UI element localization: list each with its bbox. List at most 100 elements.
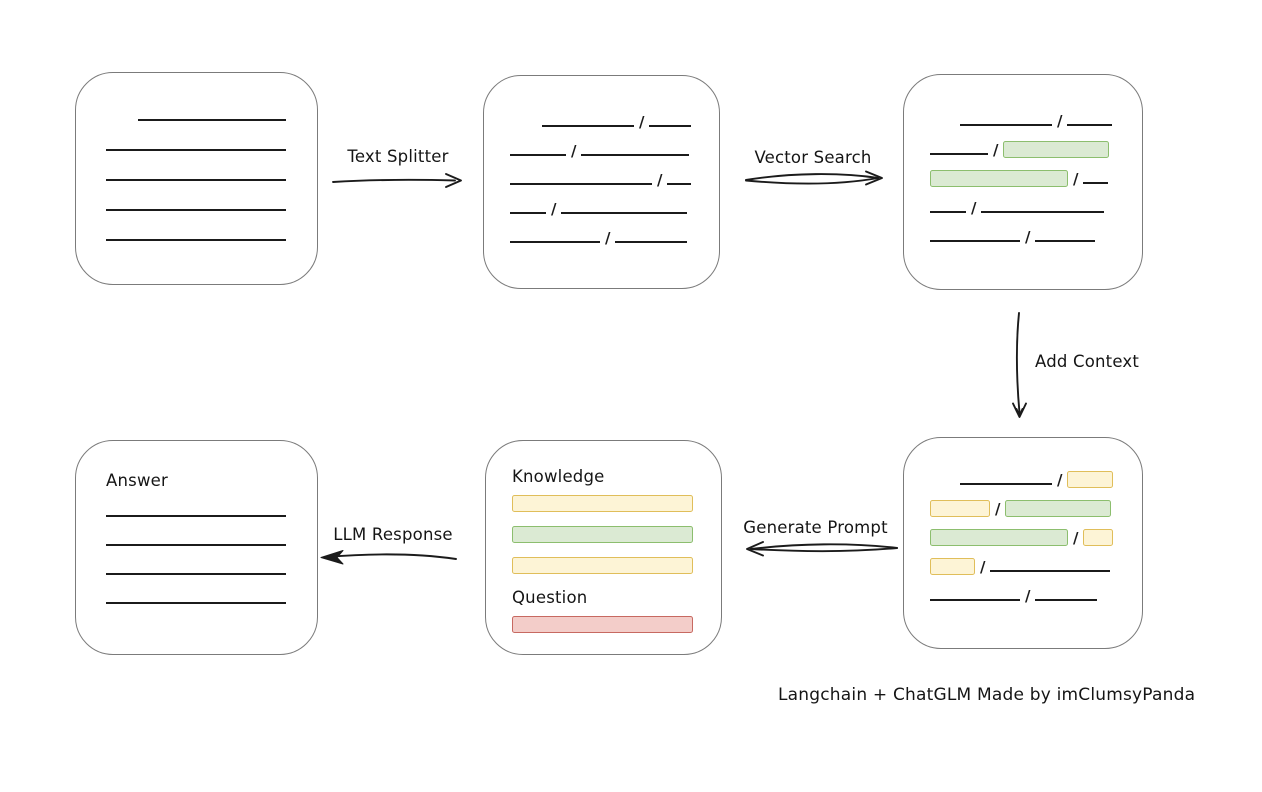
text-line xyxy=(106,179,286,181)
answer-lines xyxy=(106,515,287,604)
add-context-label: Add Context xyxy=(1035,352,1140,371)
text-line xyxy=(930,211,966,213)
add-context-arrow xyxy=(1012,312,1027,418)
highlight-chip-yellow xyxy=(930,500,990,517)
yellow-bar xyxy=(512,557,693,574)
context-chunk-rows: / / / / / xyxy=(930,470,1116,604)
text-line xyxy=(561,212,688,214)
slash-separator: / xyxy=(657,171,663,189)
text-splitter-arrow xyxy=(332,173,462,188)
slash-separator: / xyxy=(993,141,999,159)
text-line xyxy=(649,125,692,127)
question-label: Question xyxy=(512,588,588,607)
text-line xyxy=(106,515,286,517)
text-line xyxy=(1035,240,1096,242)
text-line xyxy=(1035,599,1098,601)
slash-separator: / xyxy=(995,500,1001,518)
chunk-row: / xyxy=(930,470,1116,488)
highlight-chip-yellow xyxy=(1083,529,1114,546)
chunk-row: / xyxy=(930,557,1116,575)
slash-separator: / xyxy=(1073,170,1079,188)
highlight-chip-green xyxy=(930,170,1068,187)
text-line xyxy=(930,240,1020,242)
text-line xyxy=(960,483,1052,485)
knowledge-label: Knowledge xyxy=(512,467,605,486)
text-line xyxy=(667,183,692,185)
chunk-row: / xyxy=(930,140,1116,158)
text-line xyxy=(510,241,600,243)
highlight-chip-green xyxy=(1003,141,1110,158)
text-line xyxy=(990,570,1111,572)
text-line xyxy=(930,599,1020,601)
text-line xyxy=(106,149,286,151)
text-line xyxy=(106,573,286,575)
chunk-row: / xyxy=(510,141,693,159)
chunk-row: / xyxy=(930,198,1116,216)
highlight-chip-yellow xyxy=(930,558,975,575)
prompt-box: Knowledge Question xyxy=(485,440,722,655)
slash-separator: / xyxy=(605,229,611,247)
slash-separator: / xyxy=(980,558,986,576)
vector-result-rows: / / / / / xyxy=(930,111,1116,245)
chunk-row: / xyxy=(510,199,693,217)
vector-search-arrow xyxy=(745,170,883,186)
red-bar xyxy=(512,616,693,633)
generate-prompt-label: Generate Prompt xyxy=(743,518,888,537)
knowledge-bars xyxy=(512,495,695,574)
chunk-row: / xyxy=(510,112,693,130)
slash-separator: / xyxy=(1057,471,1063,489)
text-line xyxy=(510,183,652,185)
slash-separator: / xyxy=(1073,529,1079,547)
vector-search-label: Vector Search xyxy=(754,148,872,167)
generate-prompt-arrow xyxy=(746,541,898,557)
split-chunk-rows: / / / / / xyxy=(510,112,693,246)
llm-response-label: LLM Response xyxy=(333,525,453,544)
text-line xyxy=(106,602,286,604)
slash-separator: / xyxy=(1057,112,1063,130)
text-line xyxy=(510,212,546,214)
chunk-row: / xyxy=(930,528,1116,546)
chunk-row: / xyxy=(930,499,1116,517)
document-lines xyxy=(106,119,287,241)
text-line xyxy=(615,241,688,243)
text-splitter-label: Text Splitter xyxy=(347,147,449,166)
chunk-row: / xyxy=(930,586,1116,604)
vector-results-box: / / / / / xyxy=(903,74,1143,290)
text-line xyxy=(1067,124,1113,126)
caption: Langchain + ChatGLM Made by imClumsyPand… xyxy=(778,685,1196,705)
split-chunks-box: / / / / / xyxy=(483,75,720,289)
chunk-row: / xyxy=(510,170,693,188)
question-bars xyxy=(512,616,695,633)
text-line xyxy=(106,544,286,546)
context-chunks-box: / / / / / xyxy=(903,437,1143,649)
answer-box: Answer xyxy=(75,440,318,655)
highlight-chip-green xyxy=(930,529,1068,546)
slash-separator: / xyxy=(639,113,645,131)
highlight-chip-green xyxy=(1005,500,1112,517)
document-box xyxy=(75,72,318,285)
text-line xyxy=(510,154,566,156)
slash-separator: / xyxy=(551,200,557,218)
text-line xyxy=(960,124,1052,126)
text-line xyxy=(106,239,286,241)
chunk-row: / xyxy=(510,228,693,246)
llm-response-arrow xyxy=(320,550,457,565)
text-line xyxy=(542,125,634,127)
slash-separator: / xyxy=(1025,587,1031,605)
slash-separator: / xyxy=(1025,228,1031,246)
text-line xyxy=(1083,182,1109,184)
slash-separator: / xyxy=(971,199,977,217)
yellow-bar xyxy=(512,495,693,512)
text-line xyxy=(138,119,286,121)
highlight-chip-yellow xyxy=(1067,471,1114,488)
text-line xyxy=(981,211,1105,213)
answer-label: Answer xyxy=(106,471,168,490)
chunk-row: / xyxy=(930,111,1116,129)
slash-separator: / xyxy=(571,142,577,160)
chunk-row: / xyxy=(930,169,1116,187)
chunk-row: / xyxy=(930,227,1116,245)
text-line xyxy=(581,154,690,156)
text-line xyxy=(106,209,286,211)
green-bar xyxy=(512,526,693,543)
text-line xyxy=(930,153,988,155)
